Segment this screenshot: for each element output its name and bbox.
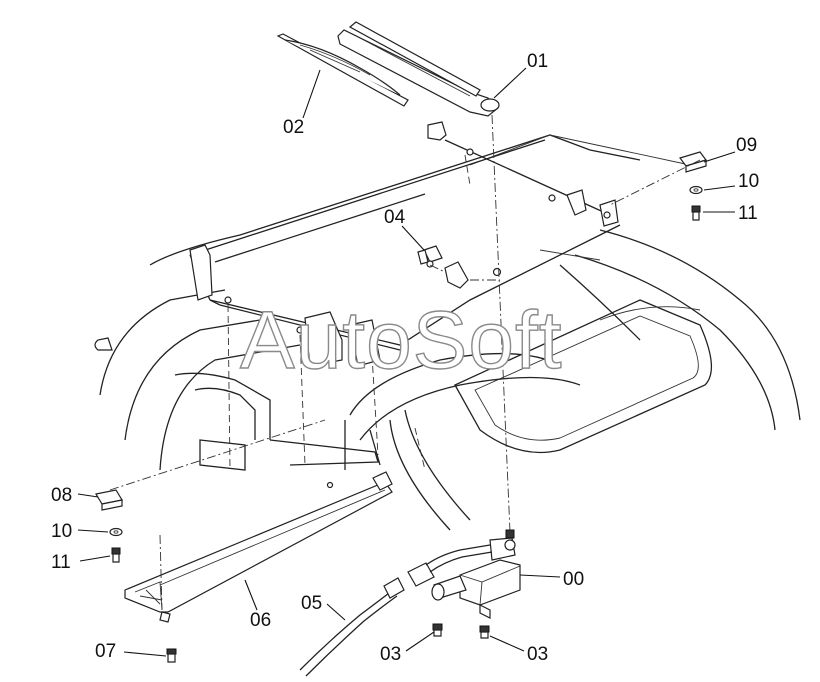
screw-07 <box>166 648 177 663</box>
roof-frame <box>189 121 621 367</box>
callout-00: 00 <box>563 569 585 590</box>
leader-lines <box>77 67 736 657</box>
callout-10: 10 <box>738 171 760 192</box>
callout-06: 06 <box>250 610 272 631</box>
callout-09: 09 <box>736 135 758 156</box>
harness <box>299 544 493 677</box>
wiper-motor <box>431 529 521 619</box>
bracket-left <box>95 489 123 563</box>
callout-04: 04 <box>384 207 406 228</box>
assembly-guide-lines <box>109 114 701 611</box>
callout-08: 08 <box>51 485 73 506</box>
wiper-blade <box>276 33 409 107</box>
callout-11b: 11 <box>51 552 71 573</box>
bolts-03 <box>432 623 490 639</box>
callout-10b: 10 <box>51 521 73 542</box>
callout-05: 05 <box>301 593 323 614</box>
washer-nozzle <box>417 245 443 268</box>
callout-11: 11 <box>738 203 758 224</box>
callout-03b: 03 <box>527 644 549 665</box>
cab-body <box>94 134 801 531</box>
bracket-right <box>679 151 707 221</box>
callout-03a: 03 <box>380 644 402 665</box>
cover-panel <box>124 471 393 623</box>
callout-07: 07 <box>95 641 117 662</box>
callout-02: 02 <box>283 117 305 138</box>
callout-01: 01 <box>527 51 549 72</box>
wiper-arm <box>337 21 500 117</box>
